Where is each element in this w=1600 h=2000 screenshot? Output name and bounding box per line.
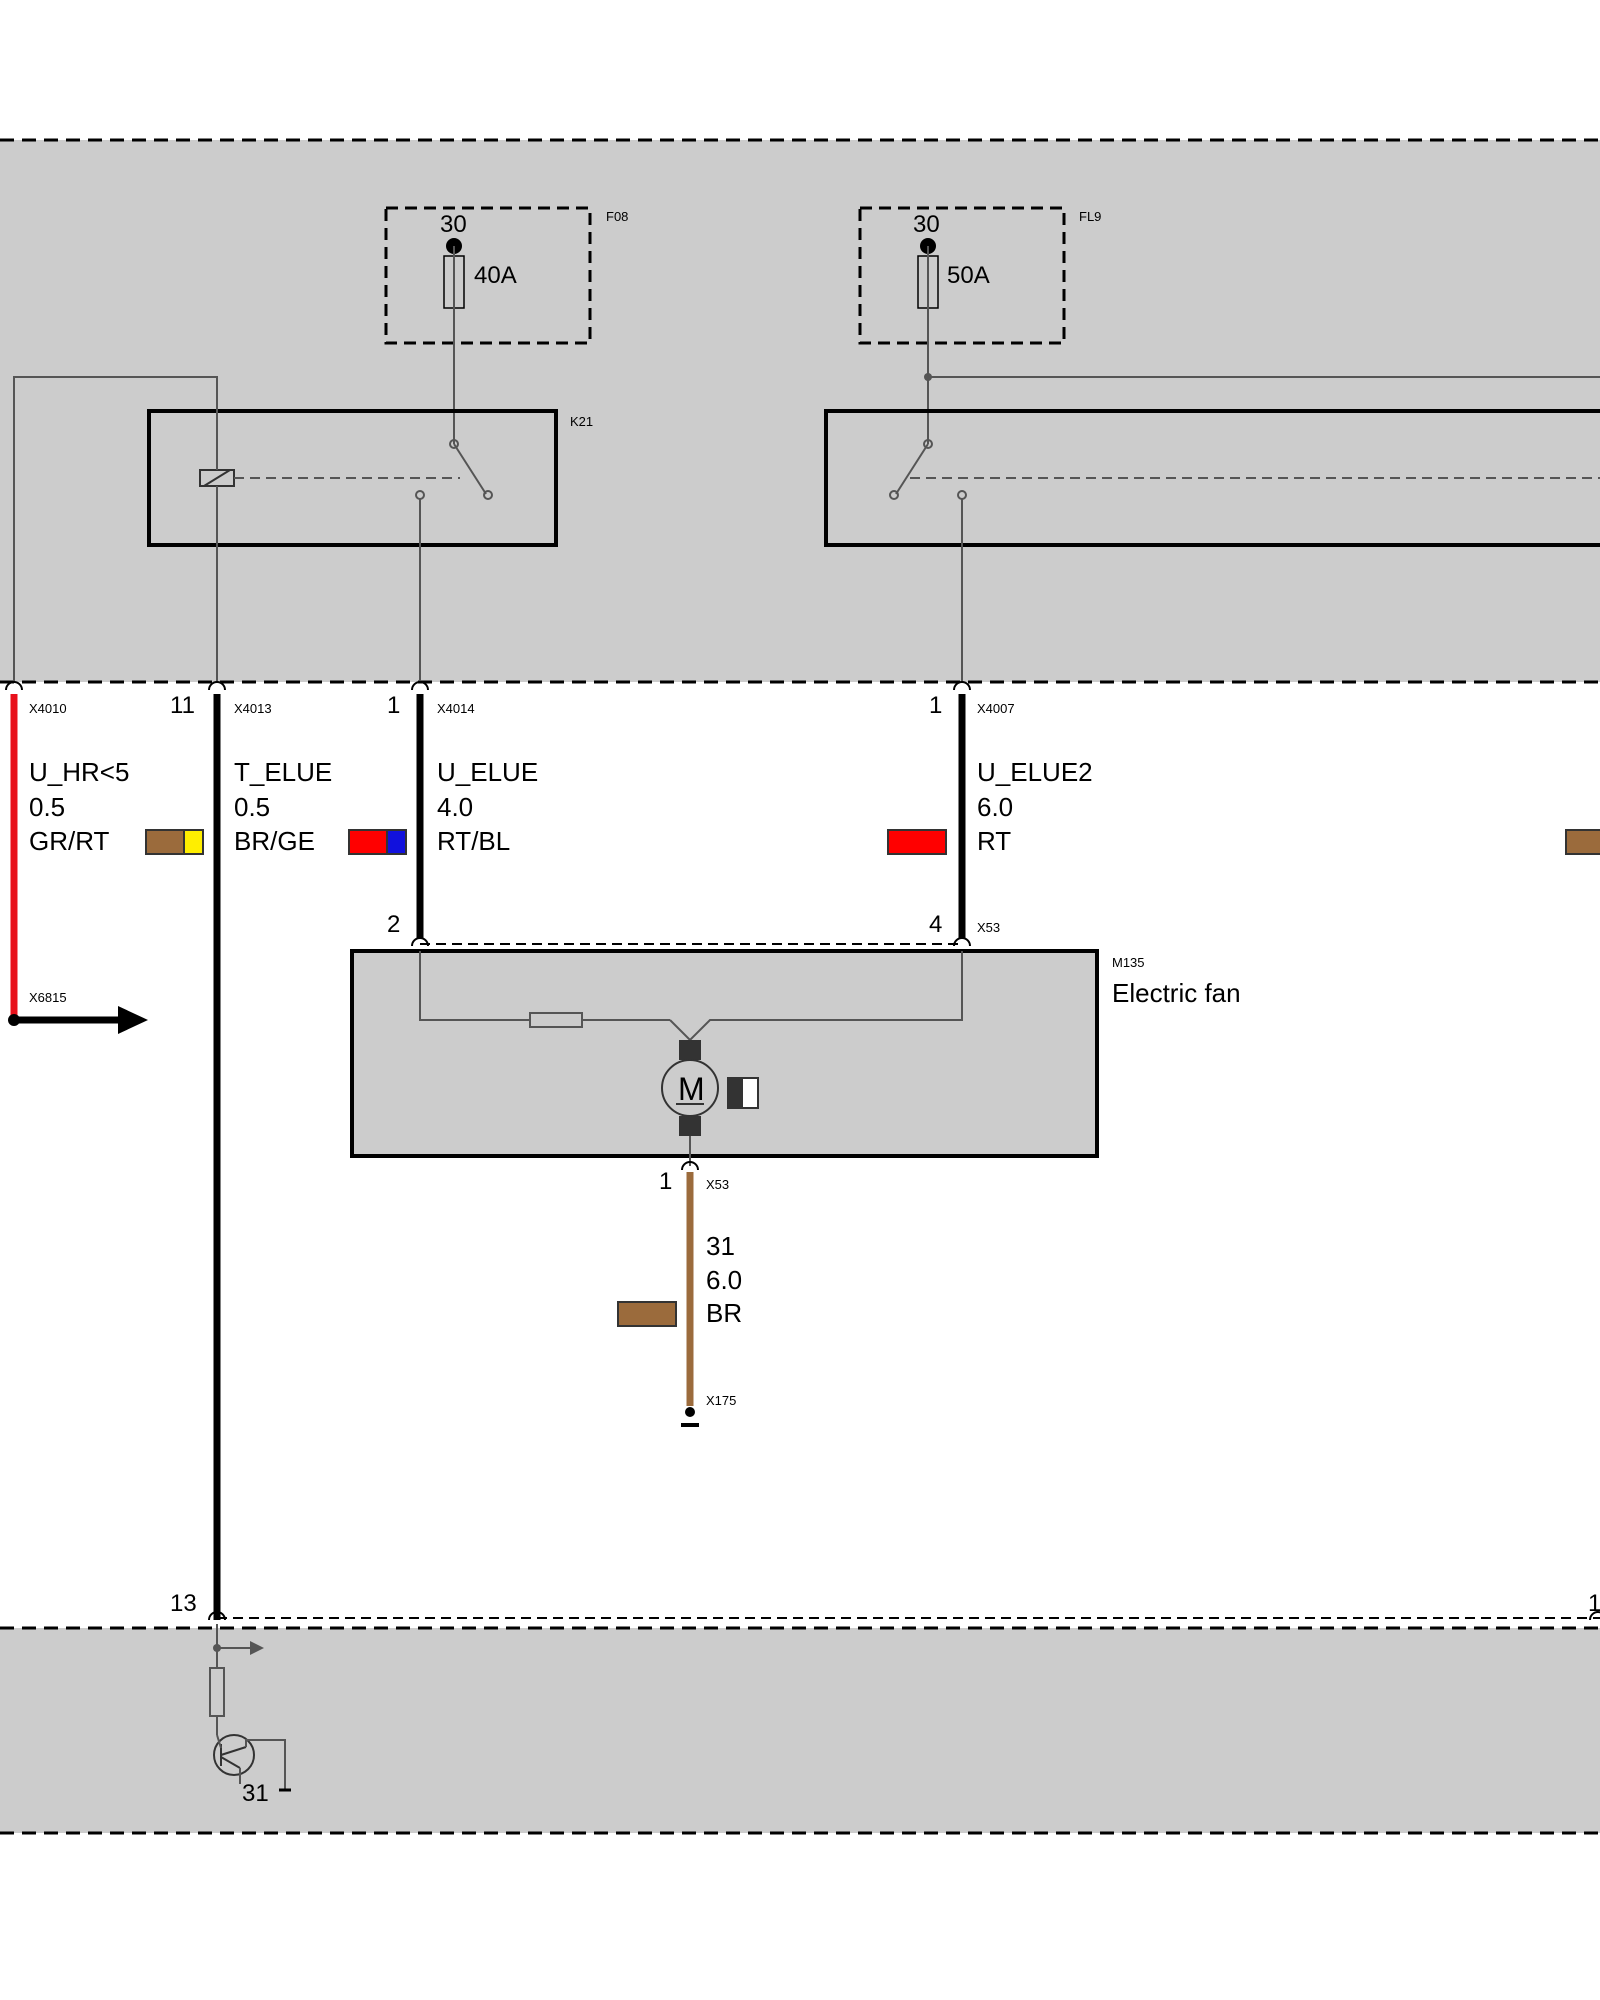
relay-k21-id: K21 [570,414,593,429]
connector-x4010: X4010 [29,701,67,716]
ground-wire-label: 31 6.0 BR [617,1231,742,1328]
wire-label-u-elue: U_ELUE 4.0 RT/BL [437,757,538,856]
color-code-u-hr: GR/RT [29,826,110,856]
signal-u-elue2: U_ELUE2 [977,757,1093,787]
ground-point-x175: X175 [681,1393,736,1427]
motor-icon [661,1059,719,1117]
wire-label-u-elue2: U_ELUE2 6.0 RT [887,757,1093,856]
x6815-arrow: X6815 [8,990,148,1034]
fuse-f08-id: F08 [606,209,628,224]
fuse-fl9-rating: 50A [947,262,990,289]
fan-name: Electric fan [1112,978,1241,1008]
ground-cross-section: 6.0 [706,1265,742,1295]
fuse-fl9: 30 50A FL9 [858,206,1600,444]
wire-label-t-elue: T_ELUE 0.5 BR/GE [234,757,407,856]
color-swatch-brown-ground [617,1301,677,1327]
wire-label-u-hr: U_HR<5 0.5 GR/RT [29,757,204,856]
transistor-circuit: 31 [209,1624,291,1807]
pin-x4014: 1 [387,692,400,719]
transistor-icon [213,1734,255,1776]
fan-id: M135 [1112,955,1145,970]
pin-x4007: 1 [929,692,942,719]
ground-module-area [0,1628,1600,1833]
color-swatch-blue [386,829,407,855]
cross-section-u-hr: 0.5 [29,792,65,822]
fuse-fl9-terminal: 30 [913,211,940,238]
color-swatch-red [348,829,388,855]
fan-pin-left: 2 [387,911,400,938]
color-code-u-elue2: RT [977,826,1011,856]
color-code-u-elue: RT/BL [437,826,510,856]
ground-color-code: BR [706,1298,742,1328]
pin-x4013: 11 [170,692,195,719]
fan-connector-bottom: X53 [706,1177,729,1192]
fuse-f08-terminal: 30 [440,211,467,238]
connector-hooks [5,681,971,691]
fuse-fl9-id: FL9 [1079,209,1101,224]
connector-x175: X175 [706,1393,736,1408]
ground-terminal-31: 31 [242,1780,269,1807]
fuse-f08-rating: 40A [474,262,517,289]
fuse-f08: 30 40A F08 [384,206,628,444]
connector-x4013: X4013 [234,701,272,716]
cross-section-t-elue: 0.5 [234,792,270,822]
color-code-t-elue: BR/GE [234,826,315,856]
bottom-pin-left: 13 [170,1590,197,1617]
cross-section-u-elue: 4.0 [437,792,473,822]
signal-u-hr: U_HR<5 [29,757,129,787]
electric-fan-m135: M135 Electric fan M [350,949,1241,1166]
bottom-pin-right: 1 [1588,1590,1600,1617]
fan-connector-top: X53 [977,920,1000,935]
connector-x4007: X4007 [977,701,1015,716]
color-swatch-yellow [183,829,204,855]
relay-2 [824,409,1600,682]
signal-u-elue: U_ELUE [437,757,538,787]
color-swatch-brown [145,829,185,855]
connector-x4014: X4014 [437,701,475,716]
relay-k21: K21 [13,376,593,682]
signal-t-elue: T_ELUE [234,757,332,787]
color-swatch-red-2 [887,829,947,855]
svg-text:M: M [678,1071,705,1107]
cross-section-u-elue2: 6.0 [977,792,1013,822]
connector-x6815: X6815 [29,990,67,1005]
fan-pin-right: 4 [929,911,942,938]
ground-signal: 31 [706,1231,735,1261]
color-swatch-brown-edge [1565,829,1600,855]
fan-pin-bottom: 1 [659,1168,672,1195]
